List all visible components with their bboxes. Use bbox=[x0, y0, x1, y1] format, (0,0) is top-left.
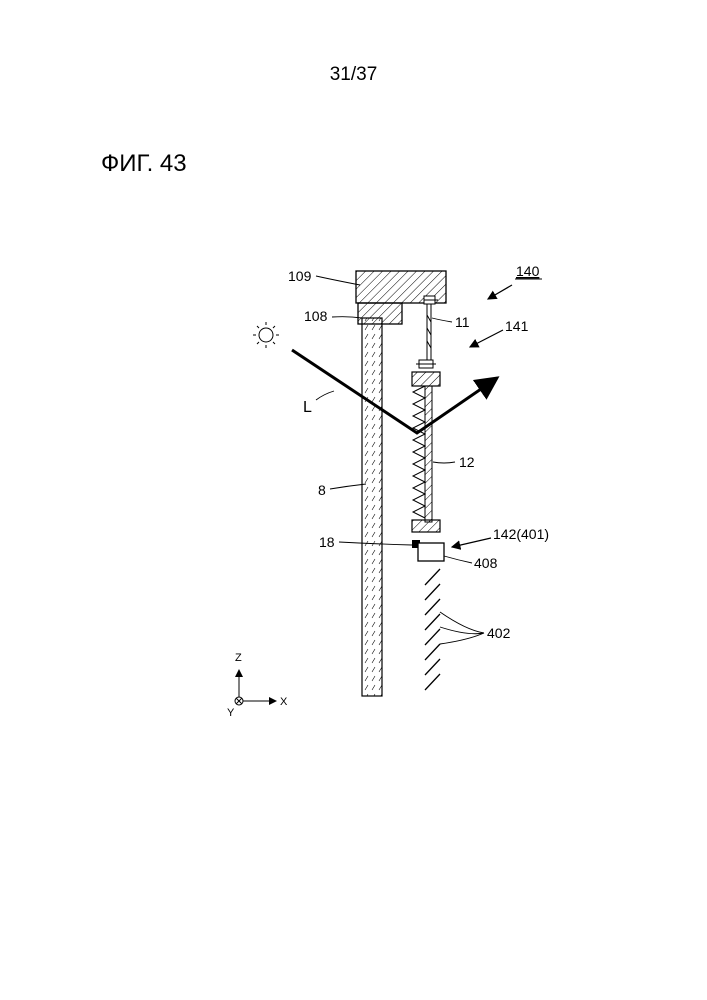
label-unit: 141 bbox=[505, 318, 529, 334]
panel-bottom-clamp bbox=[412, 520, 440, 532]
label-louver-system: 142(401) bbox=[493, 526, 549, 542]
label-under-block: 108 bbox=[304, 308, 328, 324]
panel-top-clamp bbox=[412, 372, 440, 386]
label-panel: 12 bbox=[459, 454, 475, 470]
label-bracket: 18 bbox=[319, 534, 335, 550]
label-light-ray: L bbox=[303, 399, 312, 416]
light-ray bbox=[292, 350, 497, 433]
hanger bbox=[416, 296, 438, 368]
under-block bbox=[358, 303, 402, 324]
prism-panel bbox=[413, 386, 432, 522]
axis-x-label: X bbox=[280, 696, 288, 708]
glass-pane bbox=[362, 318, 382, 696]
axis-y-label: Y bbox=[227, 707, 235, 719]
axis-z-label: Z bbox=[235, 652, 242, 664]
axis-indicator bbox=[235, 670, 276, 705]
louver-holder bbox=[418, 543, 444, 561]
label-glass: 8 bbox=[318, 482, 326, 498]
label-top-block: 109 bbox=[288, 268, 312, 284]
label-wire: 11 bbox=[455, 314, 470, 330]
label-device: 140 bbox=[516, 263, 540, 279]
label-holder: 408 bbox=[474, 555, 498, 571]
sun-icon bbox=[253, 322, 279, 348]
louver-slats bbox=[425, 569, 440, 690]
label-louvers: 402 bbox=[487, 625, 511, 641]
